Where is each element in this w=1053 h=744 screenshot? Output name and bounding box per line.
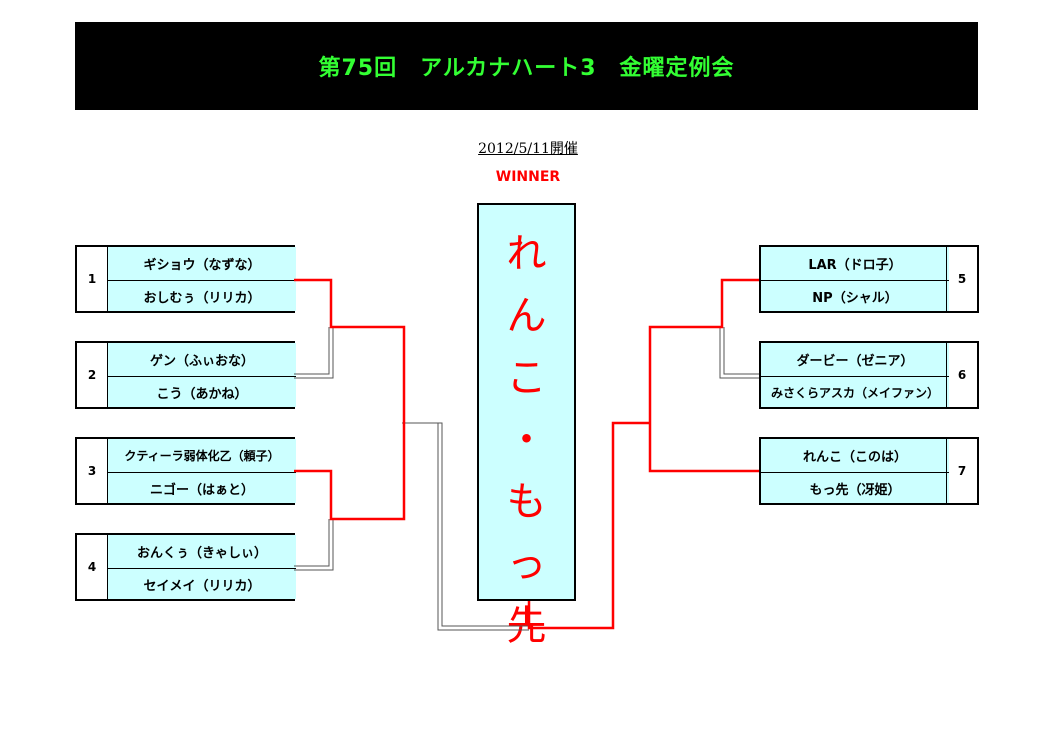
team-number: 3 bbox=[77, 439, 108, 503]
bracket-line-lose bbox=[294, 327, 330, 375]
team-players: LAR（ドロ子） NP（シャル） bbox=[761, 247, 949, 311]
team-players: ギショウ（なずな） おしむぅ（リリカ） bbox=[108, 247, 296, 311]
team-number: 7 bbox=[946, 439, 977, 503]
winner-char: ・ bbox=[506, 417, 547, 463]
bracket-line-win bbox=[294, 423, 406, 521]
winner-char: ん bbox=[506, 293, 547, 339]
player-name: セイメイ（リリカ） bbox=[143, 579, 261, 594]
bracket-line-win bbox=[527, 421, 650, 630]
player-name: クティーラ弱体化乙（頼子） bbox=[108, 439, 296, 473]
team-number: 1 bbox=[77, 247, 108, 311]
winner-char: れ bbox=[506, 231, 547, 277]
team-entry-1: 1 ギショウ（なずな） おしむぅ（リリカ） bbox=[75, 245, 296, 313]
player-name: ギショウ（なずな） bbox=[108, 247, 296, 281]
player-name: LAR（ドロ子） bbox=[761, 247, 949, 281]
team-entry-5: LAR（ドロ子） NP（シャル） 5 bbox=[759, 245, 979, 313]
team-entry-4: 4 おんくぅ（きゃしぃ） セイメイ（リリカ） bbox=[75, 533, 296, 601]
winner-char: も bbox=[506, 479, 547, 525]
bracket-line-win bbox=[648, 278, 759, 473]
bracket-line-lose bbox=[402, 422, 529, 631]
player-name: みさくらアスカ（メイファン） bbox=[770, 386, 939, 400]
team-entry-7: れんこ（このは） もっ先（冴姫） 7 bbox=[759, 437, 979, 505]
player-name: れんこ（このは） bbox=[761, 439, 949, 473]
team-number: 2 bbox=[77, 343, 108, 407]
team-number: 4 bbox=[77, 535, 108, 599]
title-banner: 第75回 アルカナハート3 金曜定例会 bbox=[75, 22, 978, 110]
bracket-line-lose bbox=[723, 327, 759, 375]
bracket-line-lose bbox=[406, 422, 529, 627]
bracket-line-lose bbox=[294, 519, 330, 567]
team-number: 5 bbox=[946, 247, 977, 311]
bracket-line-lose bbox=[719, 327, 759, 379]
player-name: ニゴー（はぁと） bbox=[149, 483, 254, 498]
winner-label: WINNER bbox=[495, 169, 561, 185]
player-name: おしむぅ（リリカ） bbox=[143, 291, 261, 306]
player-name: おんくぅ（きゃしぃ） bbox=[108, 535, 296, 569]
player-name: もっ先（冴姫） bbox=[809, 483, 901, 498]
team-entry-2: 2 ゲン（ふぃおな） こう（あかね） bbox=[75, 341, 296, 409]
team-entry-3: 3 クティーラ弱体化乙（頼子） ニゴー（はぁと） bbox=[75, 437, 296, 505]
player-name: ゲン（ふぃおな） bbox=[108, 343, 296, 377]
winner-char: っ bbox=[506, 541, 547, 587]
bracket-line-lose bbox=[294, 327, 334, 379]
bracket-line-lose bbox=[294, 519, 334, 571]
team-players: れんこ（このは） もっ先（冴姫） bbox=[761, 439, 949, 503]
team-number: 6 bbox=[946, 343, 977, 407]
player-name: NP（シャル） bbox=[812, 291, 898, 306]
player-name: ダービー（ゼニア） bbox=[761, 343, 949, 377]
team-entry-6: ダービー（ゼニア） みさくらアスカ（メイファン） 6 bbox=[759, 341, 979, 409]
winner-char: こ bbox=[506, 355, 547, 401]
event-date: 2012/5/11開催 bbox=[478, 141, 578, 157]
winner-name: れ ん こ ・ も っ 先 bbox=[479, 223, 574, 657]
bracket-line-win bbox=[294, 278, 406, 423]
page-title: 第75回 アルカナハート3 金曜定例会 bbox=[318, 56, 735, 81]
player-name: こう（あかね） bbox=[156, 387, 248, 402]
team-players: おんくぅ（きゃしぃ） セイメイ（リリカ） bbox=[108, 535, 296, 599]
team-players: ゲン（ふぃおな） こう（あかね） bbox=[108, 343, 296, 407]
team-players: クティーラ弱体化乙（頼子） ニゴー（はぁと） bbox=[108, 439, 296, 503]
team-players: ダービー（ゼニア） みさくらアスカ（メイファン） bbox=[761, 343, 949, 407]
winner-box: れ ん こ ・ も っ 先 bbox=[477, 203, 576, 649]
